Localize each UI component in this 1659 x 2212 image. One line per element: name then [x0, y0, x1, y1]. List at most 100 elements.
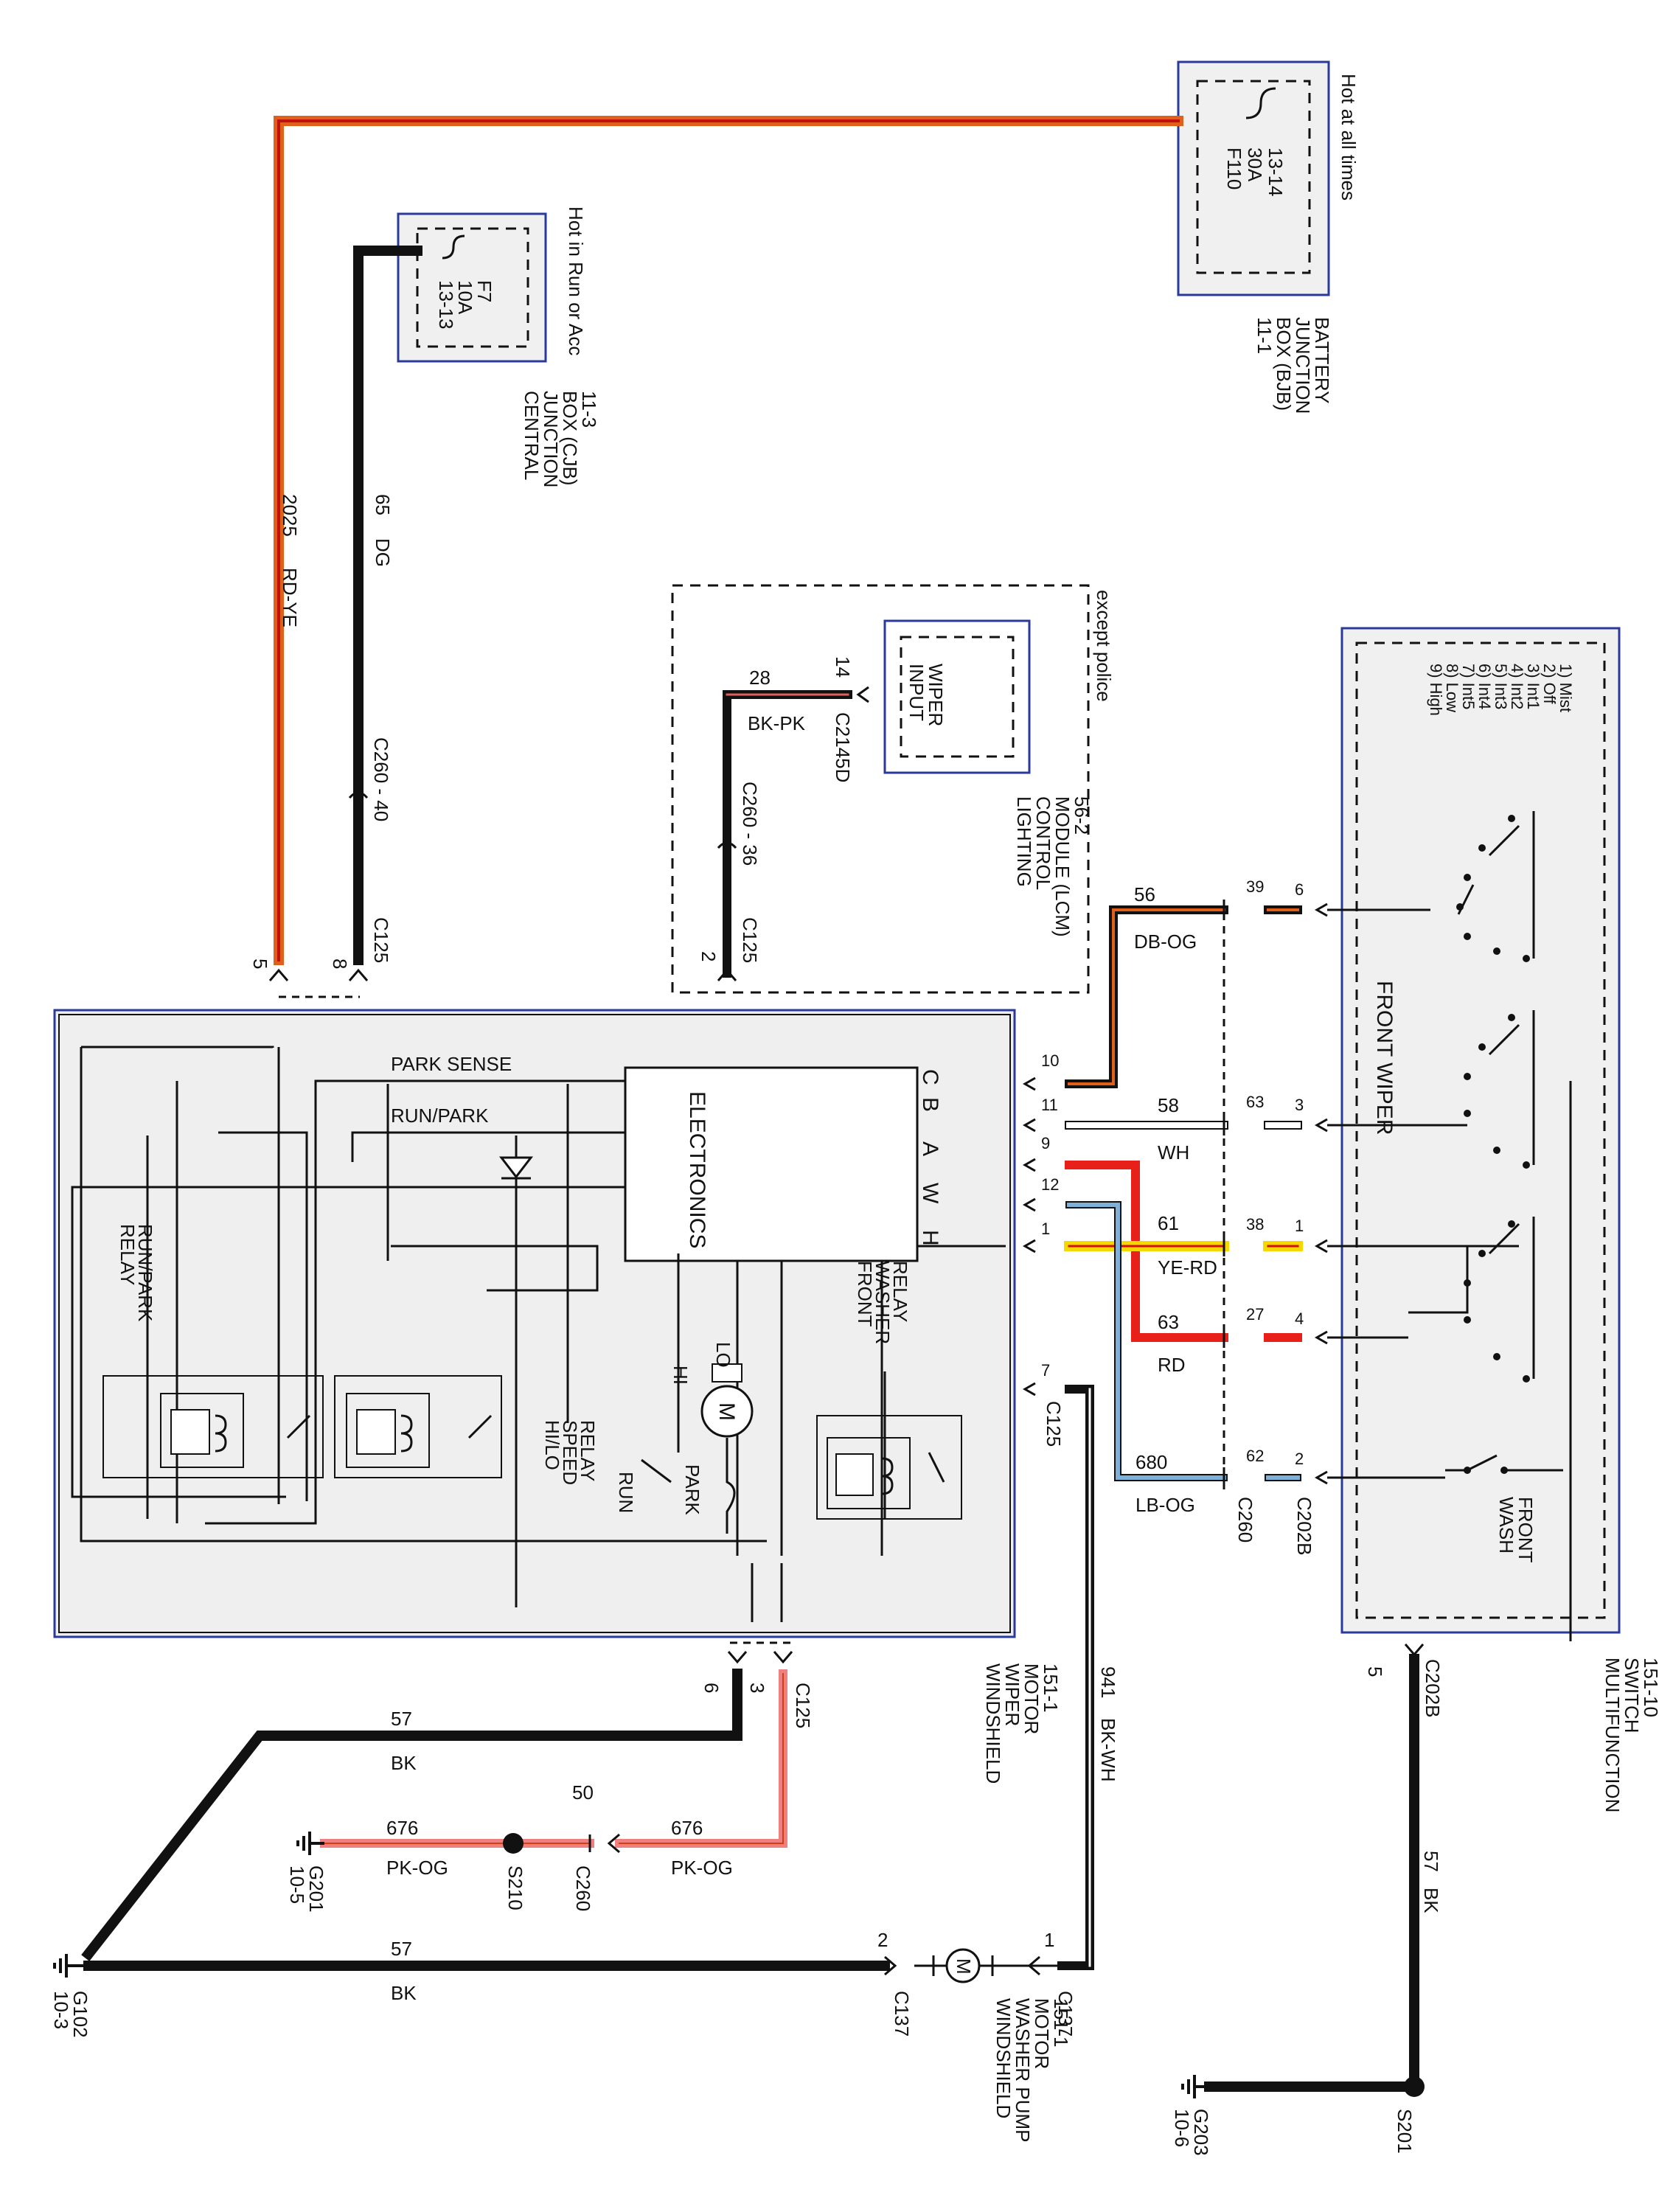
- g102-location: 10-3: [50, 1991, 72, 2029]
- wiper-motor-symbol: [700, 1385, 754, 1438]
- switch-position-1: 1) Mist: [1557, 664, 1575, 712]
- s201-label: S201: [1394, 2109, 1416, 2154]
- fuse-f7-location: 13-13: [435, 280, 457, 330]
- pin-5: 5: [249, 959, 271, 969]
- pin-14: 14: [832, 656, 854, 678]
- lcm-name-3: MODULE (LCM): [1051, 796, 1074, 937]
- switch-position-8: 8) Low: [1443, 664, 1461, 712]
- cjb-name-4: 11-3: [578, 391, 600, 428]
- s210-label: S210: [504, 1865, 526, 1910]
- rotary-switch-deck-2: [1464, 1010, 1535, 1169]
- wire-58-circuit: 58: [1158, 1094, 1179, 1116]
- fuse-f110-symbol: [1245, 87, 1276, 119]
- wire-941-bk-wh: 941 BK-WH: [1057, 1385, 1119, 1970]
- hilo-relay-label-1: HI/LO: [541, 1420, 563, 1470]
- wire-65-dg: 65 DG: [353, 246, 422, 965]
- wire-676a-color: PK-OG: [386, 1857, 448, 1879]
- wire-65-circuit: 65: [372, 494, 394, 515]
- wire-941-circuit: 941: [1097, 1666, 1119, 1698]
- wiper-motor-name-3: MOTOR: [1020, 1663, 1043, 1734]
- wire-57-bk-motor-ground: 57 BK: [81, 1669, 742, 1961]
- wiper-motor-name-1: WINDSHIELD: [982, 1663, 1004, 1784]
- ground-g203: G203 10-6: [1171, 2075, 1212, 2156]
- wire-57a-circuit: 57: [391, 1708, 412, 1730]
- pin-12: 12: [1041, 1175, 1059, 1194]
- pump-pin-1: 1: [1044, 1929, 1054, 1951]
- g201-location: 10-5: [286, 1865, 308, 1904]
- lcm-name-4: 56-2: [1071, 796, 1093, 835]
- connector-c125-top: C125 C125 5 8 2: [249, 917, 761, 998]
- park-sense-label: PARK SENSE: [391, 1053, 512, 1075]
- pin-9: 9: [1041, 1134, 1050, 1152]
- wire-676b-color: PK-OG: [671, 1857, 733, 1879]
- pin-3: 3: [746, 1683, 768, 1693]
- wire-28-circuit: 28: [749, 667, 771, 689]
- wire-676-pk-og: 676 PK-OG 676 PK-OG: [320, 1669, 787, 1879]
- fuse-f110-id: F110: [1223, 147, 1245, 189]
- wire-65-color: DG: [372, 538, 394, 567]
- park-switch-symbol: [641, 1438, 736, 1534]
- c125-label-d: C125: [792, 1683, 814, 1728]
- hilo-speed-relay: [334, 1375, 502, 1478]
- wire-57-bk-pump-ground: 57 BK: [83, 1938, 890, 2004]
- splice-s201: S201: [1394, 2076, 1425, 2154]
- g102-id: G102: [69, 1991, 91, 2038]
- front-wash-label-2: WASH: [1495, 1497, 1517, 1554]
- c137-label-a: C137: [891, 1991, 913, 2037]
- c137-label-b: C137: [1054, 1991, 1077, 2037]
- c125-label-c: C125: [1043, 1401, 1065, 1447]
- pump-name-2: WASHER PUMP: [1012, 1998, 1034, 2143]
- wire-676a-circuit: 676: [386, 1817, 418, 1839]
- fuse-f110-location: 13-14: [1265, 147, 1287, 197]
- lighting-control-module: except police WIPER INPUT LIGHTING CONTR…: [671, 584, 1115, 994]
- connector-c260-bottom: 50 C260: [572, 1781, 620, 1911]
- pin-11: 11: [1041, 1096, 1058, 1114]
- pin-38: 38: [1246, 1215, 1264, 1234]
- switch-position-list: 1) Mist 2) Off 3) Int1 4) Int2 5) Int3 6…: [1427, 664, 1575, 716]
- electronics-pin-a: A: [918, 1141, 942, 1156]
- windshield-wiper-motor: ELECTRONICS C B A W H PARK SENSE RUN/PAR…: [53, 1009, 1062, 1784]
- wire-676b-circuit: 676: [671, 1817, 703, 1839]
- bjb-hot-label: Hot at all times: [1338, 74, 1360, 201]
- wire-57b-color: BK: [391, 1982, 417, 2004]
- c260-36-label: C260 - 36: [739, 782, 761, 866]
- run-park-label: RUN/PARK: [391, 1105, 489, 1127]
- mfs-name-2: SWITCH: [1621, 1658, 1643, 1733]
- electronics-label: ELECTRONICS: [685, 1091, 709, 1248]
- wire-2025-color: RD-YE: [279, 568, 301, 627]
- switch-position-6: 6) Int4: [1475, 664, 1494, 709]
- wiper-motor-name-2: WIPER: [1001, 1663, 1023, 1726]
- pin-1: 1: [1041, 1220, 1050, 1238]
- wire-58-color: WH: [1158, 1141, 1189, 1164]
- electronics-pin-h: H: [918, 1230, 942, 1246]
- diode-symbol: [498, 1156, 534, 1179]
- pin-8: 8: [329, 959, 351, 969]
- pump-pin-2: 2: [877, 1929, 888, 1951]
- c260-40-label: C260 - 40: [370, 737, 392, 821]
- mfs-pin-2: 2: [1295, 1450, 1304, 1468]
- run-park-relay-label-1: RUN/PARK: [134, 1224, 156, 1322]
- switch-position-5: 5) Int3: [1492, 664, 1510, 709]
- wire-680-color: LB-OG: [1135, 1494, 1195, 1516]
- switch-position-2: 2) Off: [1540, 664, 1559, 705]
- front-wash-switch-symbol: [1445, 1454, 1563, 1474]
- hilo-relay-label-2: SPEED: [559, 1420, 581, 1485]
- wire-57a-color: BK: [391, 1752, 417, 1774]
- run-park-relay-label-2: RELAY: [116, 1224, 139, 1285]
- connector-c202b: 6 3 1 4 2 C202B: [1293, 880, 1519, 1556]
- wire-61-color: YE-RD: [1158, 1256, 1217, 1279]
- lcm-name-2: CONTROL: [1032, 796, 1054, 890]
- rotary-switch-deck-1: [1456, 811, 1535, 962]
- bjb-name-1: BATTERY: [1311, 317, 1333, 404]
- motor-hi-label: HI: [669, 1366, 692, 1385]
- c260-label: C260: [1234, 1497, 1256, 1543]
- wire-61-ye-rd: 61 YE-RD: [1064, 1212, 1303, 1279]
- pin-6: 6: [700, 1683, 723, 1693]
- mfs-name-1: MULTIFUNCTION: [1601, 1658, 1624, 1812]
- wiper-motor-m: M: [714, 1402, 739, 1421]
- wire-57c-color: BK: [1420, 1888, 1442, 1913]
- wire-57-bk-switch-ground: 57 BK: [1204, 1654, 1442, 2092]
- front-washer-relay: [816, 1415, 962, 1520]
- mfs-pin-5: 5: [1364, 1666, 1386, 1677]
